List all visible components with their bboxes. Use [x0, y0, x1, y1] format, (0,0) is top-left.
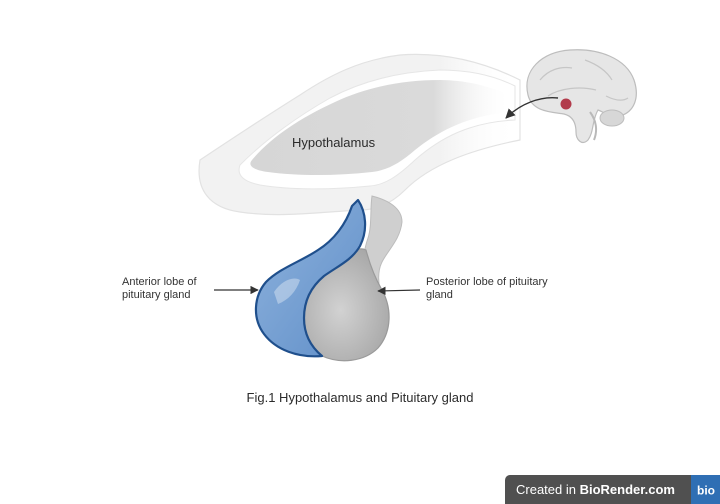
posterior-pointer-arrow	[377, 286, 421, 296]
brain-region-highlight	[560, 98, 572, 110]
biorender-logo-icon: bio	[691, 475, 720, 504]
infundibulum-stalk	[362, 195, 403, 291]
figure-caption: Fig.1 Hypothalamus and Pituitary gland	[246, 390, 474, 405]
posterior-lobe-label: Posterior lobe of pituitary gland	[426, 276, 548, 301]
watermark-prefix: Created in	[516, 482, 580, 497]
anterior-lobe-label: Anterior lobe of pituitary gland	[122, 276, 197, 301]
anterior-lobe	[254, 198, 367, 358]
watermark-text: Created in BioRender.com	[505, 482, 691, 497]
hypothalamus-region	[250, 80, 512, 175]
anterior-lobe-highlight	[274, 278, 300, 304]
watermark-brand: BioRender.com	[579, 482, 675, 497]
svg-text:bio: bio	[697, 483, 715, 497]
curved-arrow-icon	[505, 97, 559, 119]
biorender-watermark[interactable]: Created in BioRender.com bio	[505, 475, 720, 504]
brain-sagittal-icon	[526, 49, 637, 144]
hypothalamus-label: Hypothalamus	[292, 135, 376, 150]
